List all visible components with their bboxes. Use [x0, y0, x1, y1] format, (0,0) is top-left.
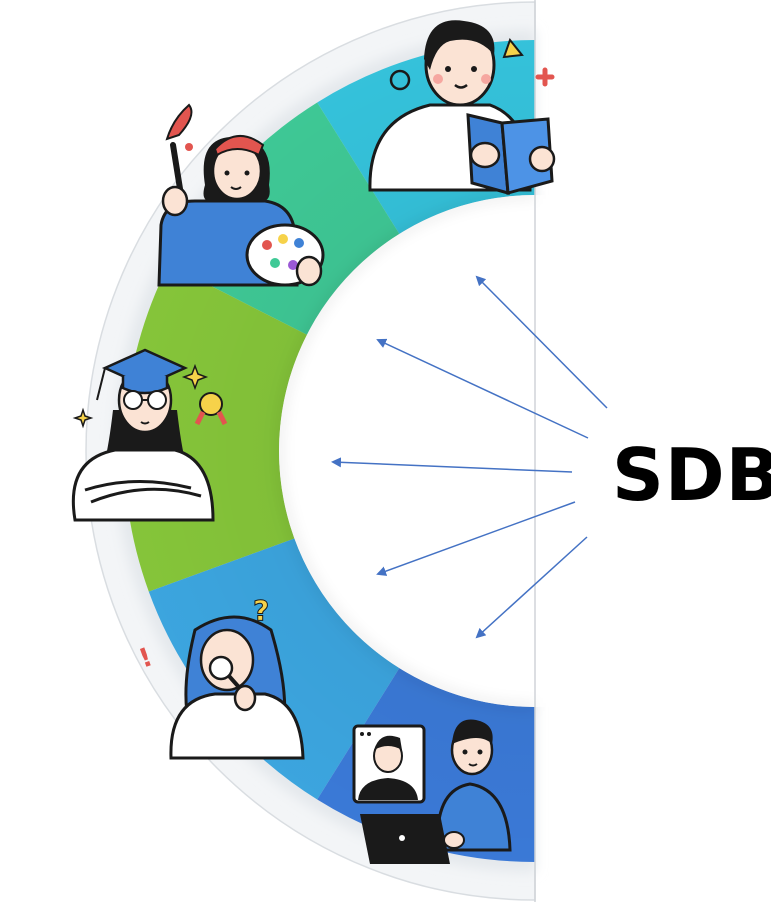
- center-hub: [279, 195, 771, 707]
- graduate-award-icon: [71, 348, 228, 522]
- artist-painting-icon: [157, 103, 325, 287]
- arrow-2: [376, 338, 589, 439]
- svg-text:?: ?: [253, 594, 269, 627]
- arrows-group: [331, 275, 608, 639]
- arrow-1: [475, 275, 608, 409]
- arrow-5: [475, 536, 588, 639]
- arrow-4: [376, 501, 576, 576]
- sdb-label: SDB: [612, 433, 771, 517]
- arrow-3: [331, 457, 573, 473]
- student-reading-book-icon: [368, 20, 556, 196]
- center-hub-glow: [274, 190, 536, 712]
- video-call-laptop-icon: [352, 719, 512, 864]
- student-thinking-magnifier-icon: ? !: [135, 594, 305, 760]
